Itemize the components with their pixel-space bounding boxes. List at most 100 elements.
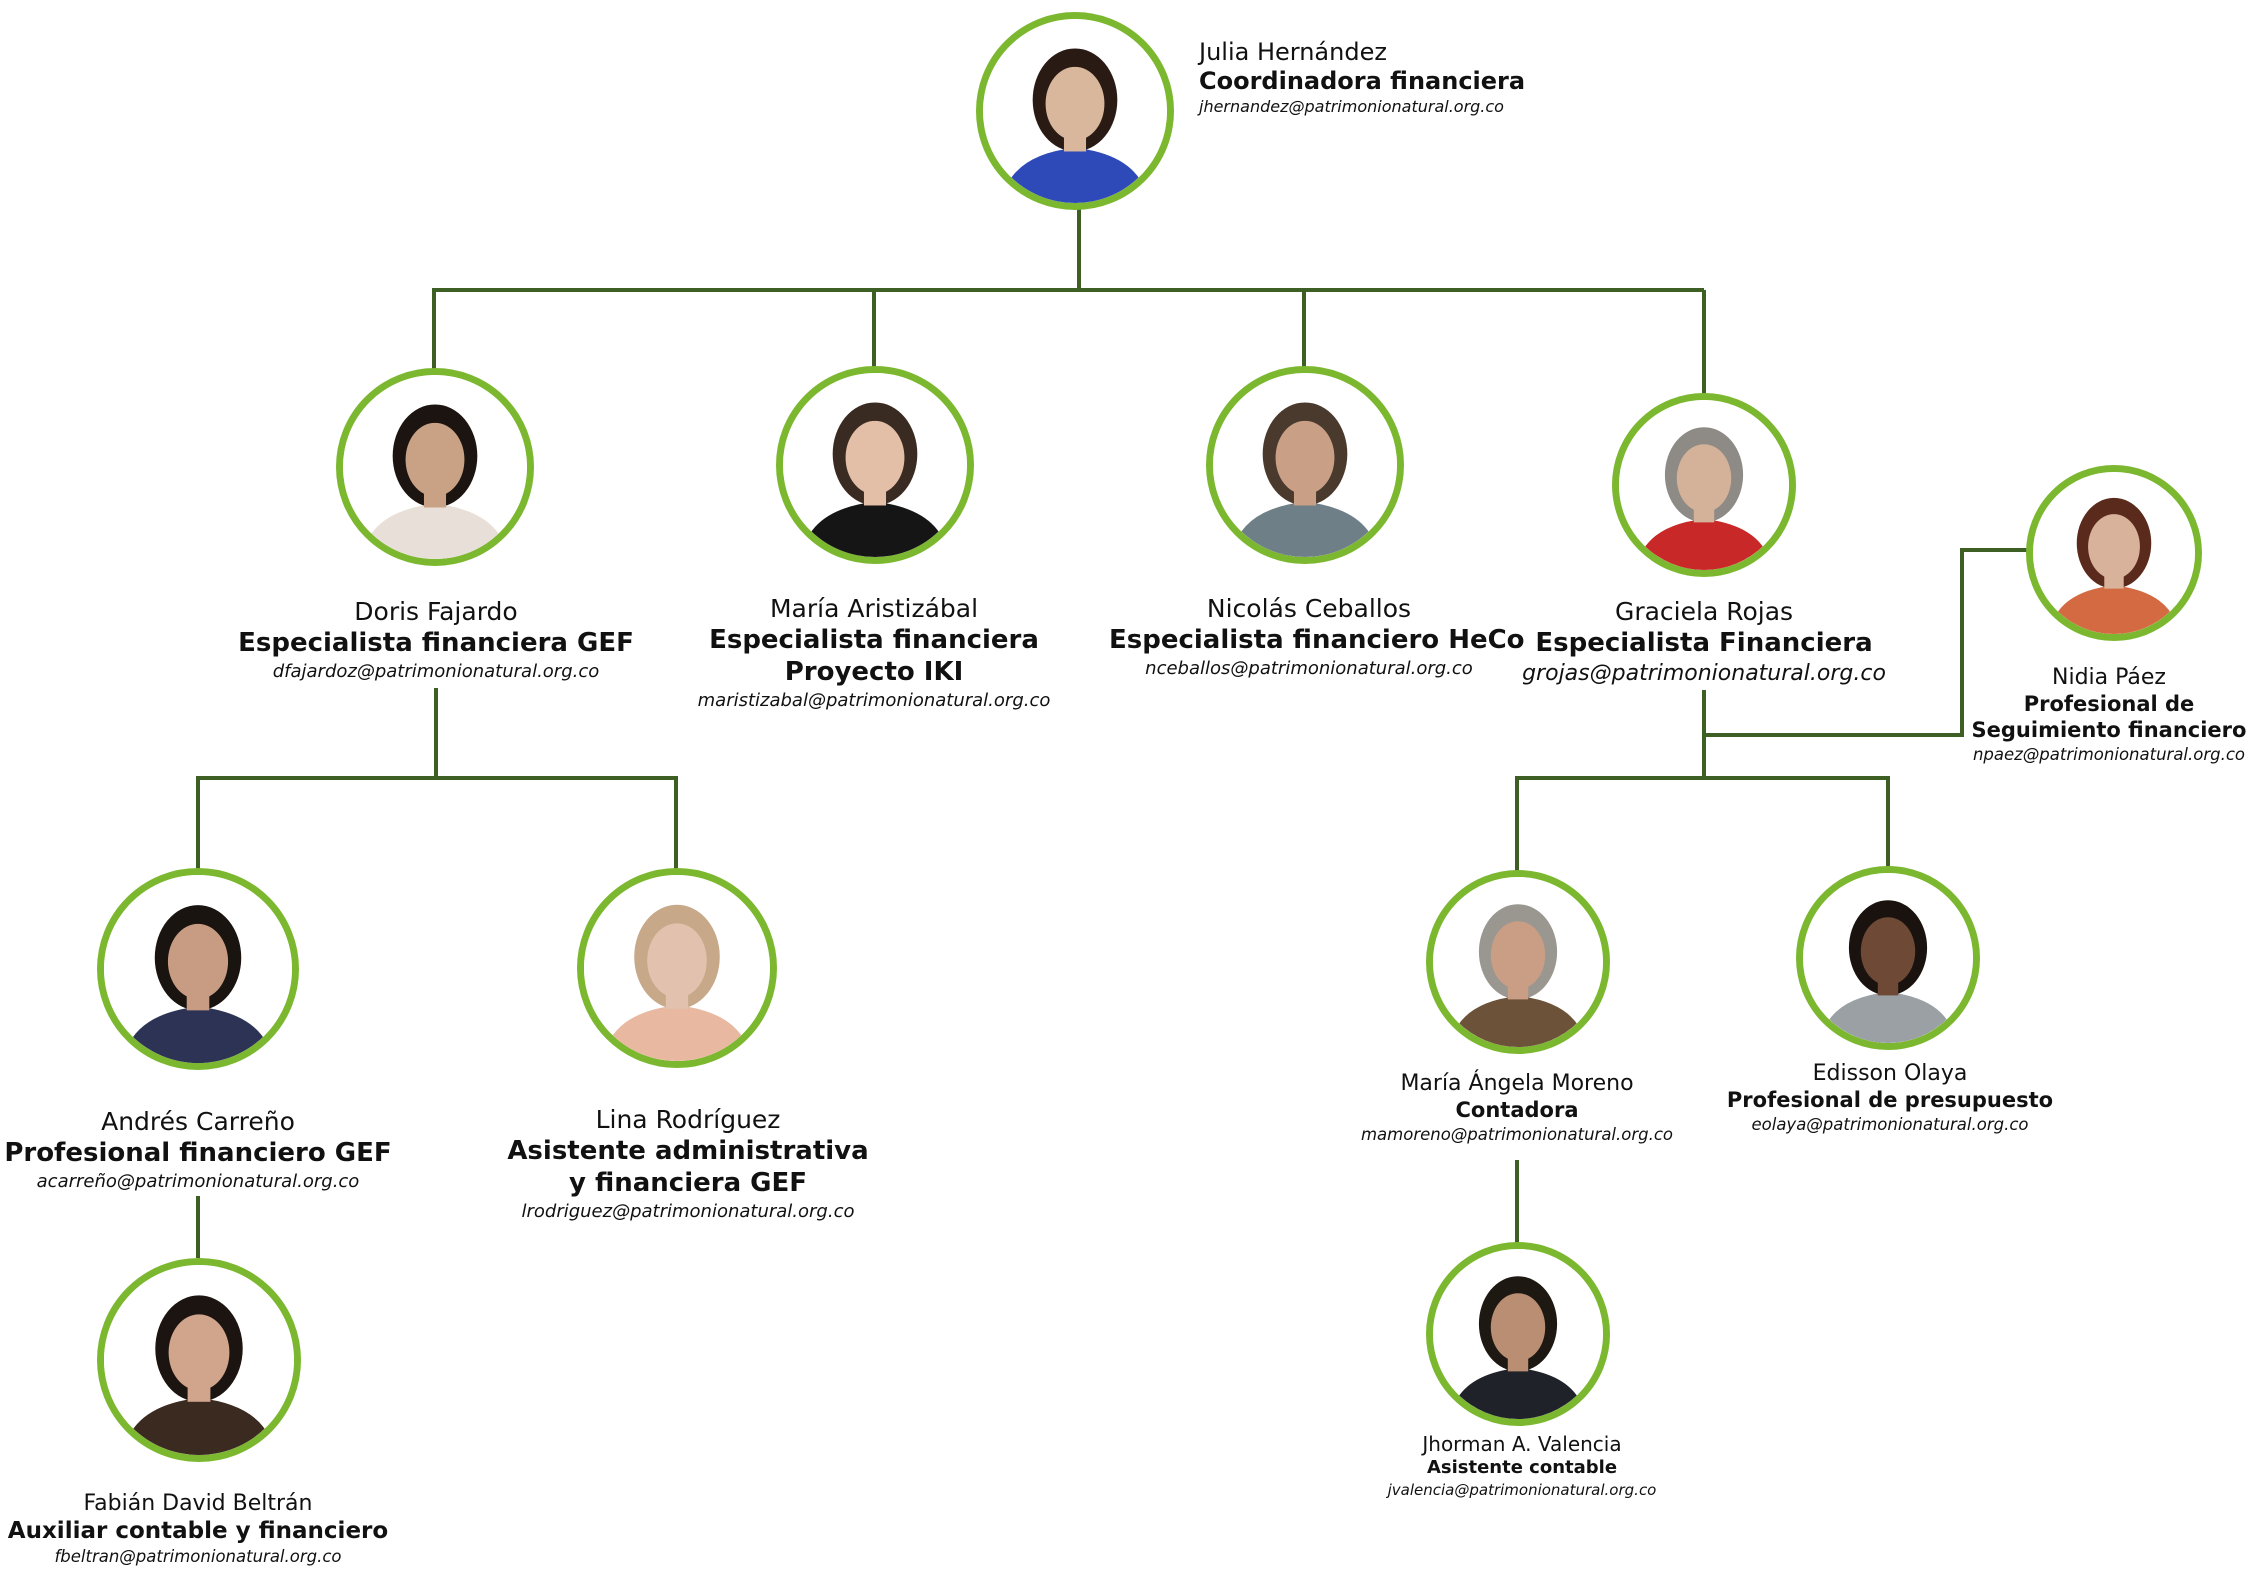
photo-julia-hernandez[interactable] bbox=[976, 12, 1174, 210]
portrait-shoulders bbox=[2049, 585, 2179, 634]
person-name: Fabián David Beltrán bbox=[83, 1491, 313, 1516]
portrait-image bbox=[1803, 873, 1973, 1043]
person-name: Andrés Carreño bbox=[101, 1107, 295, 1136]
photo-doris-fajardo[interactable] bbox=[336, 368, 534, 566]
portrait-face bbox=[2088, 514, 2140, 579]
person-role: Profesional de bbox=[2023, 692, 2195, 716]
portrait-face bbox=[405, 422, 465, 497]
person-name: Jhorman A. Valencia bbox=[1422, 1432, 1622, 1456]
portrait-image bbox=[983, 19, 1167, 203]
photo-maria-aristizabal[interactable] bbox=[776, 366, 974, 564]
person-email-link[interactable]: nceballos@patrimonionatural.org.co bbox=[1145, 658, 1473, 679]
person-card-nidia-paez: Nidia Páez Profesional de Seguimiento fi… bbox=[1964, 664, 2254, 767]
photo-graciela-rojas[interactable] bbox=[1612, 393, 1796, 577]
person-email-link[interactable]: jhernandez@patrimonionatural.org.co bbox=[1199, 97, 1504, 116]
person-email-link[interactable]: lrodriguez@patrimonionatural.org.co bbox=[521, 1201, 855, 1222]
person-name: María Aristizábal bbox=[769, 594, 979, 623]
person-name: Nidia Páez bbox=[2052, 665, 2166, 690]
person-email-link[interactable]: acarreño@patrimonionatural.org.co bbox=[36, 1171, 360, 1192]
person-name: María Ángela Moreno bbox=[1400, 1071, 1634, 1096]
portrait-shoulders bbox=[1450, 996, 1586, 1047]
portrait-shoulders bbox=[1231, 501, 1379, 557]
person-email-link[interactable]: eolaya@patrimonionatural.org.co bbox=[1751, 1115, 2029, 1134]
person-name: Lina Rodríguez bbox=[595, 1105, 781, 1134]
photo-nidia-paez[interactable] bbox=[2026, 465, 2202, 641]
portrait-face bbox=[1490, 1293, 1546, 1362]
person-card-edisson-olaya: Edisson Olaya Profesional de presupuesto… bbox=[1720, 1060, 2060, 1137]
portrait-image bbox=[1619, 400, 1789, 570]
portrait-image bbox=[2033, 472, 2195, 634]
person-role: Contadora bbox=[1455, 1098, 1579, 1122]
portrait-shoulders bbox=[602, 1005, 752, 1061]
portrait-face bbox=[1275, 420, 1335, 495]
person-name: Graciela Rojas bbox=[1614, 597, 1794, 626]
connector-nidia bbox=[1704, 548, 2028, 737]
person-role: Especialista financiera GEF bbox=[238, 628, 634, 658]
person-role: Asistente administrativa bbox=[507, 1136, 869, 1166]
portrait-shoulders bbox=[1636, 519, 1772, 570]
person-email-link[interactable]: dfajardoz@patrimonionatural.org.co bbox=[272, 661, 600, 682]
photo-maria-angela-moreno[interactable] bbox=[1426, 870, 1610, 1054]
photo-nicolas-ceballos[interactable] bbox=[1206, 366, 1404, 564]
person-role: y financiera GEF bbox=[568, 1168, 808, 1198]
person-card-maria-angela-moreno: María Ángela Moreno Contadora mamoreno@p… bbox=[1342, 1070, 1692, 1147]
portrait-image bbox=[343, 375, 527, 559]
portrait-face bbox=[647, 923, 707, 998]
portrait-shoulders bbox=[123, 1398, 275, 1455]
person-name: Edisson Olaya bbox=[1812, 1061, 1968, 1086]
person-name: Julia Hernández bbox=[1199, 38, 1387, 66]
person-name: Nicolás Ceballos bbox=[1206, 594, 1412, 623]
photo-jhorman-valencia[interactable] bbox=[1426, 1242, 1610, 1426]
person-card-lina-rodriguez: Lina Rodríguez Asistente administrativa … bbox=[488, 1104, 888, 1225]
portrait-shoulders bbox=[361, 503, 509, 559]
person-role: Especialista Financiera bbox=[1535, 628, 1873, 658]
person-email-link[interactable]: maristizabal@patrimonionatural.org.co bbox=[697, 690, 1051, 711]
portrait-image bbox=[584, 875, 770, 1061]
portrait-image bbox=[1433, 877, 1603, 1047]
portrait-shoulders bbox=[1001, 147, 1149, 203]
portrait-image bbox=[104, 1265, 294, 1455]
person-card-jhorman-valencia: Jhorman A. Valencia Asistente contable j… bbox=[1372, 1432, 1672, 1501]
person-role: Profesional financiero GEF bbox=[4, 1138, 392, 1168]
portrait-image bbox=[104, 875, 292, 1063]
person-email-link[interactable]: npaez@patrimonionatural.org.co bbox=[1972, 745, 2246, 764]
person-email-link[interactable]: mamoreno@patrimonionatural.org.co bbox=[1360, 1125, 1674, 1144]
person-card-fabian-david-beltran: Fabián David Beltrán Auxiliar contable y… bbox=[0, 1490, 396, 1569]
photo-lina-rodriguez[interactable] bbox=[577, 868, 777, 1068]
portrait-face bbox=[1676, 444, 1732, 513]
person-role: Proyecto IKI bbox=[784, 657, 964, 687]
photo-edisson-olaya[interactable] bbox=[1796, 866, 1980, 1050]
person-email-link[interactable]: grojas@patrimonionatural.org.co bbox=[1522, 661, 1886, 686]
portrait-face bbox=[1860, 917, 1916, 986]
person-card-doris-fajardo: Doris Fajardo Especialista financiera GE… bbox=[236, 596, 636, 685]
portrait-image bbox=[1213, 373, 1397, 557]
photo-andres-carreno[interactable] bbox=[97, 868, 299, 1070]
person-role: Auxiliar contable y financiero bbox=[7, 1518, 389, 1544]
portrait-face bbox=[845, 420, 905, 495]
portrait-face bbox=[1490, 921, 1546, 990]
person-role: Seguimiento financiero bbox=[1971, 718, 2247, 742]
portrait-image bbox=[1433, 1249, 1603, 1419]
person-role: Profesional de presupuesto bbox=[1726, 1088, 2054, 1112]
photo-fabian-david-beltran[interactable] bbox=[97, 1258, 301, 1462]
person-name: Doris Fajardo bbox=[354, 597, 518, 626]
portrait-face bbox=[168, 1314, 230, 1391]
portrait-face bbox=[167, 923, 229, 1000]
person-email-link[interactable]: jvalencia@patrimonionatural.org.co bbox=[1387, 1481, 1657, 1499]
person-card-graciela-rojas: Graciela Rojas Especialista Financiera g… bbox=[1504, 596, 1904, 689]
person-email-link[interactable]: fbeltran@patrimonionatural.org.co bbox=[54, 1547, 342, 1566]
person-role: Asistente contable bbox=[1426, 1457, 1618, 1478]
person-role: Especialista financiero HeCo bbox=[1109, 625, 1525, 655]
person-card-nicolas-ceballos: Nicolás Ceballos Especialista financiero… bbox=[1109, 593, 1525, 682]
portrait-shoulders bbox=[801, 501, 949, 557]
portrait-image bbox=[783, 373, 967, 557]
person-card-maria-aristizabal: María Aristizábal Especialista financier… bbox=[674, 593, 1074, 714]
portrait-shoulders bbox=[122, 1006, 274, 1063]
person-card-julia-hernandez: Julia Hernández Coordinadora financiera … bbox=[1199, 38, 1525, 118]
portrait-shoulders bbox=[1450, 1368, 1586, 1419]
portrait-face bbox=[1045, 66, 1105, 141]
portrait-shoulders bbox=[1820, 992, 1956, 1043]
person-role: Coordinadora financiera bbox=[1199, 67, 1526, 95]
person-role: Especialista financiera bbox=[709, 625, 1039, 655]
